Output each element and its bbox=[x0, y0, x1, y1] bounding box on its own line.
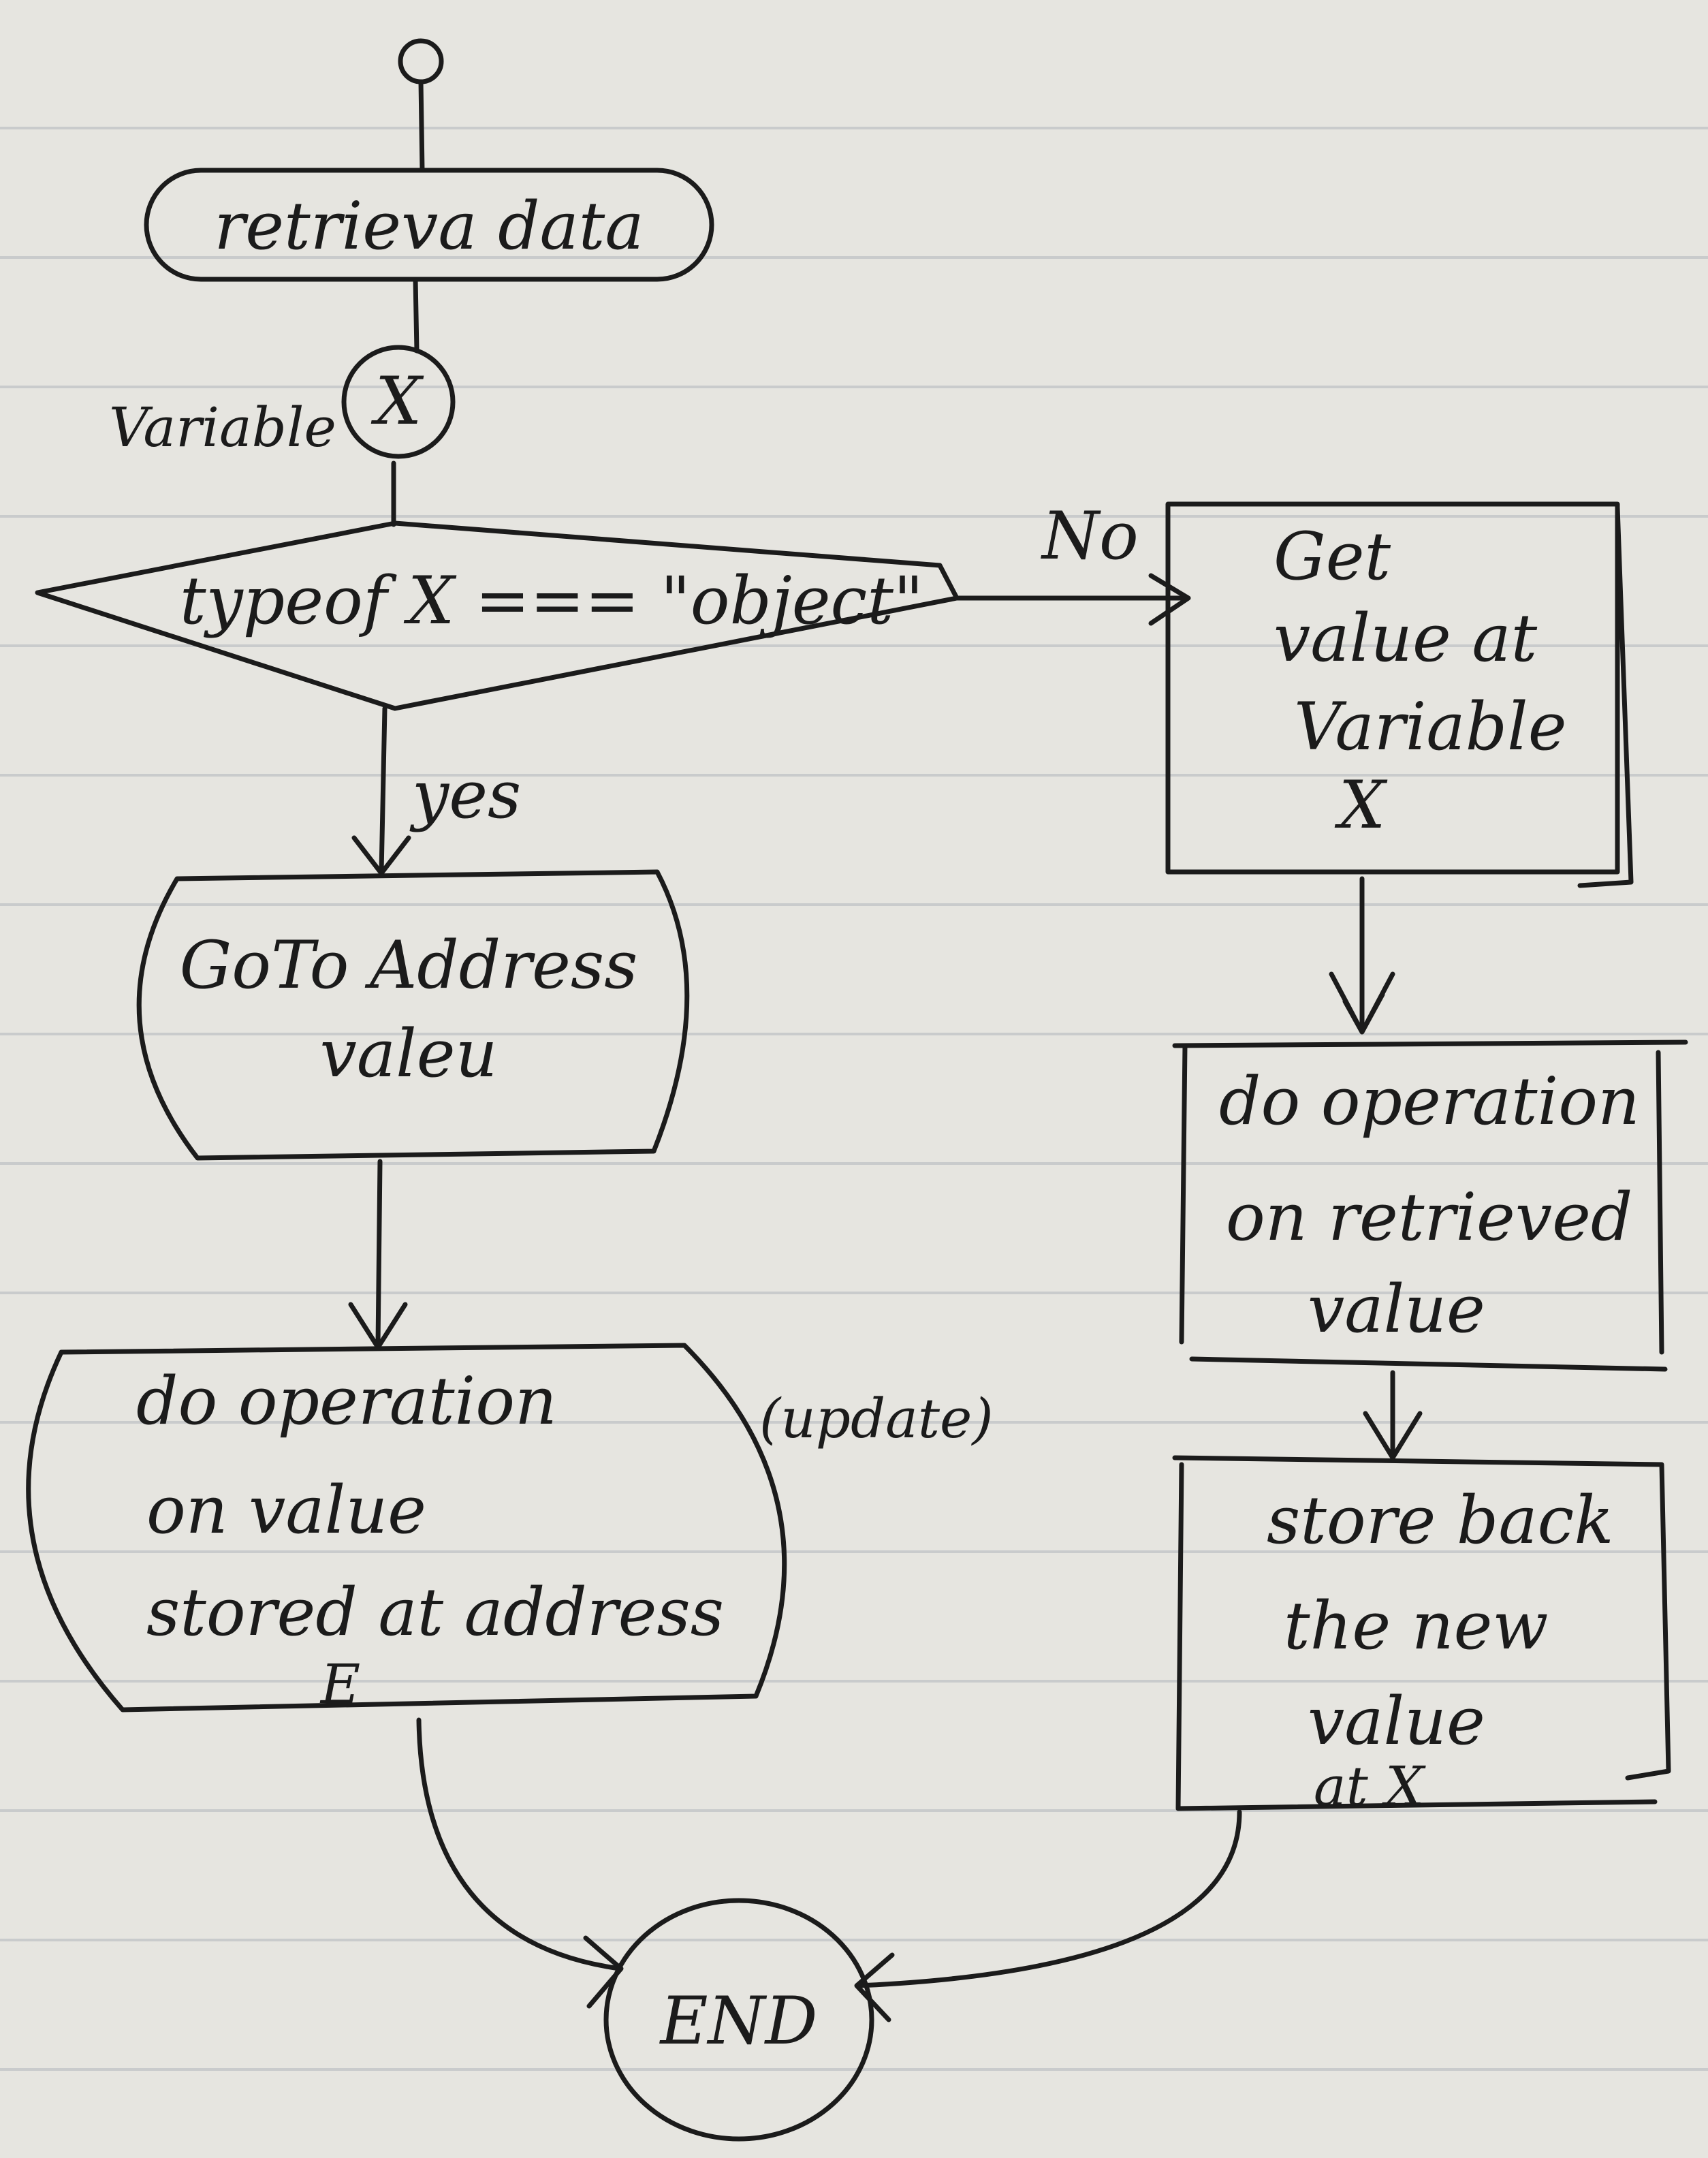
operation-retrieved-line-2: on retrieved bbox=[1226, 1179, 1632, 1255]
operation-address-line-4: E bbox=[319, 1653, 360, 1716]
operation-address-line-3: stored at address bbox=[146, 1574, 724, 1651]
start-node bbox=[398, 38, 444, 173]
variable-connector-label: X bbox=[370, 363, 424, 439]
get-value-line-4: X bbox=[1334, 767, 1388, 843]
get-value-line-2: value at bbox=[1274, 600, 1538, 676]
goto-address-step: GoTo Address valeu bbox=[136, 869, 690, 1161]
arrow-decision-no bbox=[954, 573, 1191, 626]
arrow-goto-to-operation bbox=[348, 1159, 408, 1350]
operation-retrieved-step: do operation on retrieved value bbox=[1172, 1039, 1688, 1372]
arrow-operation-to-store bbox=[1363, 1370, 1423, 1460]
operation-retrieved-line-3: value bbox=[1308, 1271, 1485, 1347]
operation-address-line-1: do operation bbox=[136, 1363, 557, 1439]
arrow-address-to-end bbox=[416, 1717, 624, 2009]
end-label: END bbox=[659, 1983, 817, 2059]
decision-diamond: typeof X === "object" bbox=[35, 520, 960, 711]
branch-yes-label: yes bbox=[409, 757, 521, 833]
update-note: (update) bbox=[759, 1387, 994, 1450]
operation-address-line-2: on value bbox=[146, 1472, 426, 1548]
end-node: END bbox=[603, 1898, 874, 2142]
retrieve-data-label: retrieva data bbox=[214, 188, 644, 264]
store-back-line-4: at X bbox=[1314, 1755, 1426, 1818]
operation-retrieved-line-1: do operation bbox=[1219, 1063, 1640, 1140]
store-back-line-2: the new bbox=[1284, 1588, 1549, 1664]
get-value-line-1: Get bbox=[1274, 518, 1391, 595]
variable-connector: X Variable bbox=[109, 345, 456, 459]
store-back-step: store back the new value at X bbox=[1172, 1455, 1671, 1818]
arrow-get-to-operation bbox=[1329, 876, 1395, 1035]
goto-address-line-1: GoTo Address bbox=[180, 927, 638, 1003]
branch-no-label: No bbox=[1041, 498, 1139, 574]
arrow-store-to-end bbox=[854, 1809, 1242, 2022]
operation-address-step: do operation on value stored at address … bbox=[26, 1343, 787, 1716]
get-value-line-3: Variable bbox=[1294, 689, 1567, 765]
goto-address-line-2: valeu bbox=[320, 1016, 498, 1092]
arrow-decision-yes bbox=[351, 706, 411, 876]
arrow-retrieve-to-variable bbox=[413, 277, 420, 354]
store-back-line-3: value bbox=[1308, 1683, 1485, 1760]
get-value-step: Get value at Variable X bbox=[1165, 501, 1634, 888]
retrieve-data-step: retrieva data bbox=[144, 168, 714, 282]
decision-label: typeof X === "object" bbox=[180, 563, 923, 639]
variable-caption: Variable bbox=[109, 396, 336, 459]
store-back-line-1: store back bbox=[1267, 1482, 1613, 1559]
